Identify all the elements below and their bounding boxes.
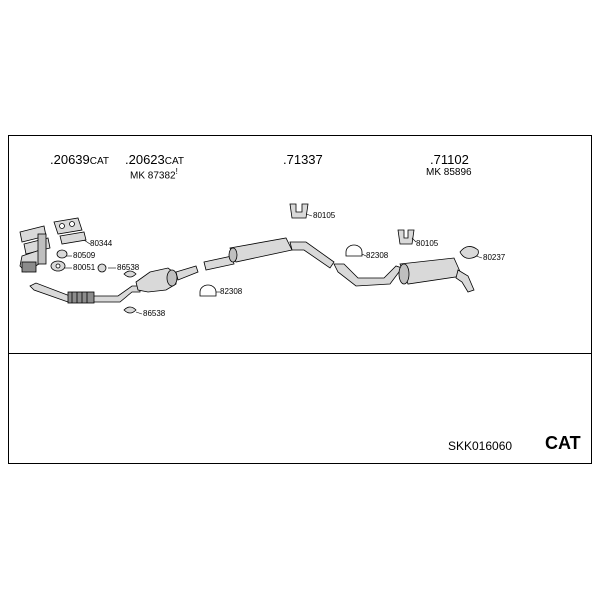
kit-number-85896: MK 85896 bbox=[426, 167, 472, 178]
nut-86538 bbox=[97, 263, 107, 273]
clamp-82308-rear bbox=[345, 244, 363, 257]
part-number-20639: .20639CAT bbox=[50, 152, 110, 167]
front-pipe bbox=[29, 282, 141, 304]
callout-80344: 80344 bbox=[90, 239, 113, 248]
front-silencer bbox=[203, 237, 335, 271]
part-number-71102: .71102 bbox=[430, 152, 469, 167]
hanger-80105-rear bbox=[397, 229, 415, 245]
hanger-80105-front bbox=[289, 203, 309, 219]
callout-80105-front: 80105 bbox=[313, 211, 336, 220]
callout-86538-lower: 86538 bbox=[143, 309, 166, 318]
callout-82308-rear: 82308 bbox=[366, 251, 389, 260]
kit-code: SKK016060 bbox=[448, 439, 513, 453]
clamp-82308-front bbox=[199, 284, 217, 297]
diagram-divider bbox=[8, 353, 592, 354]
exhaust-manifold bbox=[19, 225, 51, 273]
part-number-71337: .71337 bbox=[283, 152, 323, 167]
diagram-frame bbox=[8, 135, 592, 464]
callout-86538-upper: 86538 bbox=[117, 263, 140, 272]
rear-silencer bbox=[333, 257, 475, 293]
callout-82308-front: 82308 bbox=[220, 287, 243, 296]
rubber-mount-86538-upper bbox=[123, 270, 137, 278]
catalytic-converter bbox=[135, 265, 199, 293]
callout-80105-rear: 80105 bbox=[416, 239, 439, 248]
callout-80509: 80509 bbox=[73, 251, 96, 260]
rubber-mount-86538-lower bbox=[123, 306, 137, 314]
manifold-gasket bbox=[53, 217, 87, 245]
callout-80237: 80237 bbox=[483, 253, 506, 262]
system-type: CAT bbox=[545, 433, 581, 453]
heat-shield-80237 bbox=[459, 246, 479, 259]
part-number-20623: .20623CAT bbox=[125, 152, 185, 167]
gasket-80509 bbox=[56, 249, 68, 259]
callout-80051: 80051 bbox=[73, 263, 96, 272]
kit-number-87382: MK 87382! bbox=[130, 167, 178, 182]
